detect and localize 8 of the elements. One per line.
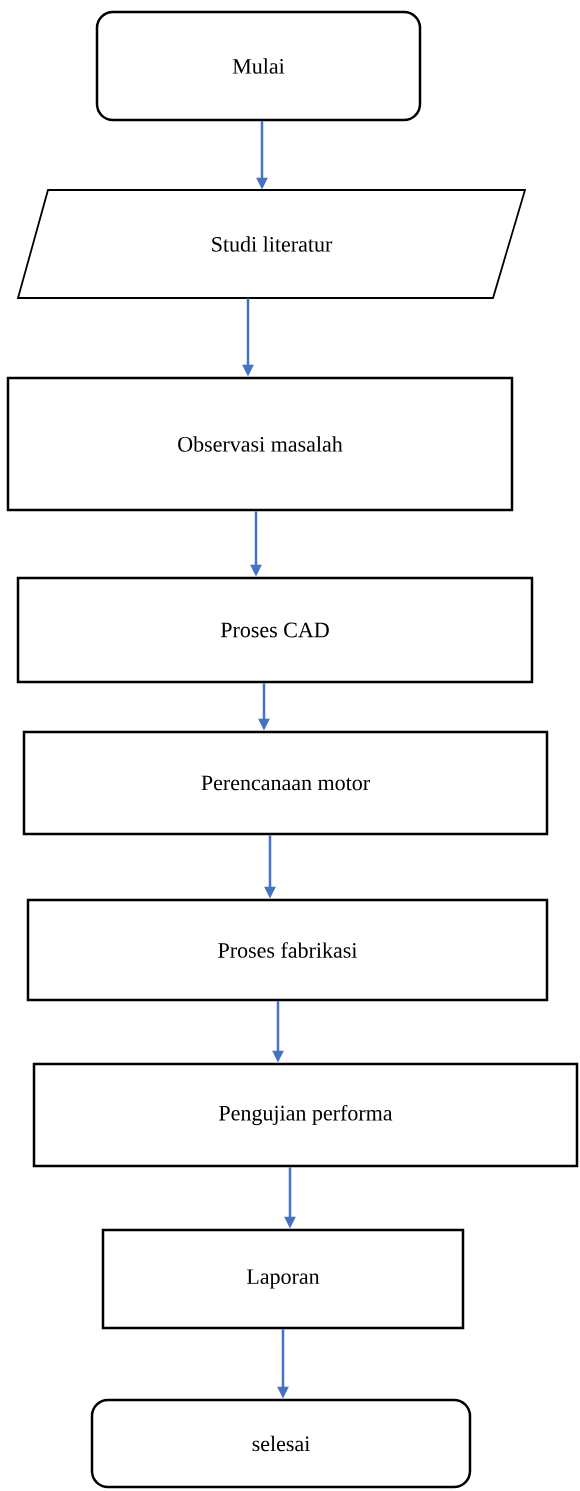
process-box: Proses fabrikasi (26, 898, 549, 1002)
process-box: Pengujian performa (32, 1062, 579, 1168)
process-box: Perencanaan motor (22, 730, 549, 836)
process-box: Proses CAD (16, 576, 534, 684)
process-box: Laporan (101, 1228, 465, 1330)
terminal-box: selesai (90, 1398, 472, 1489)
process-box: Observasi masalah (6, 376, 514, 512)
terminal-box: Mulai (95, 10, 422, 122)
